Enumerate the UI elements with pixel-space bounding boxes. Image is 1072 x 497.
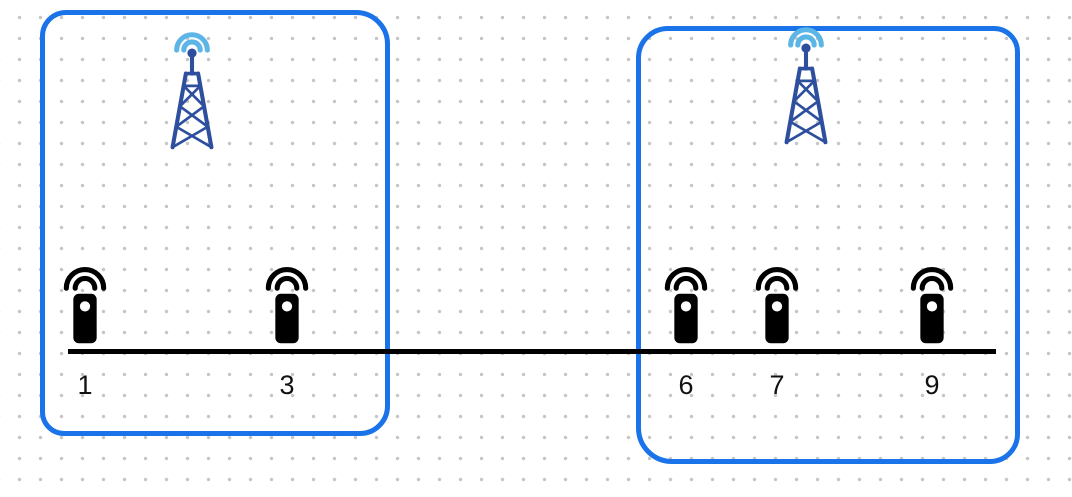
radio-tower-icon (146, 30, 238, 154)
device-group-9: 9 (904, 261, 960, 411)
device-group-1: 1 (57, 261, 113, 411)
wireless-remote-icon (259, 261, 315, 349)
wireless-remote-icon (658, 261, 714, 349)
device-label: 3 (279, 370, 295, 400)
device-label: 6 (678, 370, 694, 400)
number-line (68, 349, 996, 354)
device-label: 1 (77, 370, 93, 400)
wireless-remote-icon (57, 261, 113, 349)
cluster-box-right (636, 26, 1020, 464)
wireless-remote-icon (749, 261, 805, 349)
device-label: 9 (924, 370, 940, 400)
cluster-box-left (40, 10, 390, 436)
device-group-7: 7 (749, 261, 805, 411)
device-group-6: 6 (658, 261, 714, 411)
device-group-3: 3 (259, 261, 315, 411)
wireless-remote-icon (904, 261, 960, 349)
device-label: 7 (769, 370, 785, 400)
radio-tower-icon (760, 25, 852, 149)
